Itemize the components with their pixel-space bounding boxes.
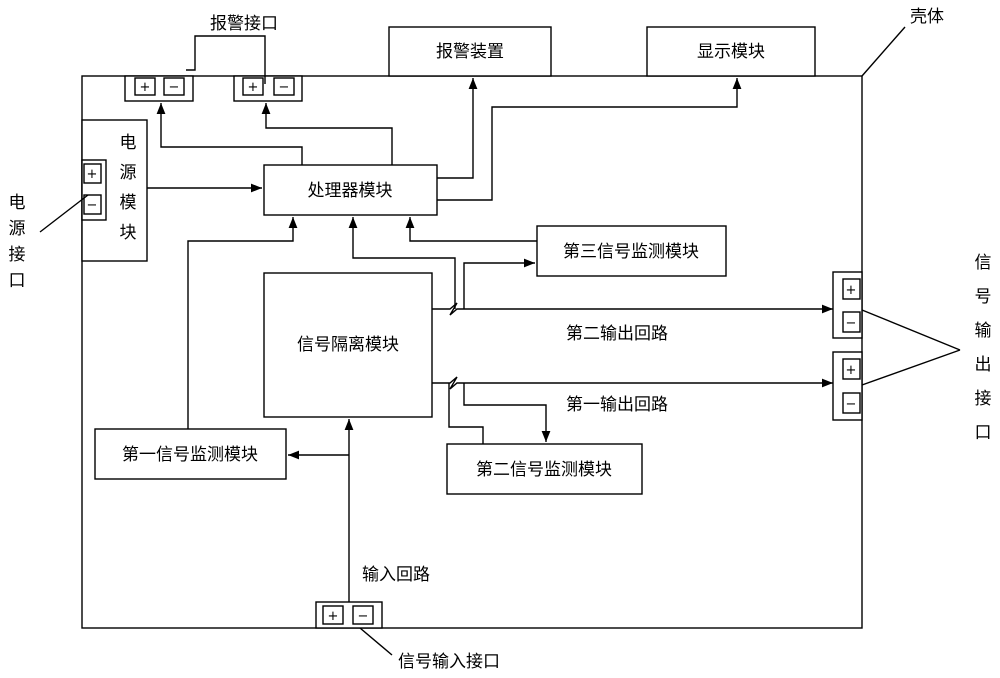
alarm-terminal-2: + −: [233, 75, 303, 102]
processor-to-alarm-device: [437, 78, 478, 179]
first-monitor-label: 第一信号监测模块: [122, 445, 258, 465]
isolation-to-processor: [348, 217, 456, 309]
input-interface-leader: [359, 627, 393, 656]
output-interface-char-0: 信: [975, 253, 992, 273]
third-monitor-label: 第三信号监测模块: [563, 242, 699, 262]
alarm-device-box: [388, 26, 552, 77]
output-terminal-2-minus: −: [846, 316, 857, 331]
output-terminal-1: + −: [832, 351, 863, 421]
first-output-to-second-monitor: [463, 383, 551, 442]
output-interface-leader-1: [861, 309, 961, 351]
display-module-box: [646, 26, 816, 77]
isolation-module-label: 信号隔离模块: [297, 335, 399, 355]
first-output-label: 第一输出回路: [566, 395, 668, 415]
power-module-char-3: 块: [120, 223, 137, 243]
processor-to-alarm-1: [156, 103, 303, 165]
power-terminal: + −: [81, 159, 107, 221]
first-output-loop: [432, 376, 833, 390]
third-monitor-box: [536, 225, 727, 277]
output-interface-char-5: 口: [975, 423, 992, 443]
power-module-char-2: 模: [120, 193, 137, 213]
alarm-terminal-2-plus: +: [248, 80, 259, 95]
processor-module-label: 处理器模块: [308, 181, 393, 201]
processor-to-display: [437, 78, 742, 201]
second-output-loop: [432, 302, 833, 316]
display-module-label: 显示模块: [697, 42, 765, 62]
alarm-terminal-1-plus: +: [140, 80, 151, 95]
power-terminal-plus: +: [87, 167, 98, 182]
output-terminal-1-minus: −: [846, 397, 857, 412]
processor-to-alarm-2: [261, 103, 393, 165]
isolation-to-second-monitor: [448, 383, 484, 444]
power-interface-char-0: 电: [9, 193, 26, 213]
power-interface-char-2: 接: [9, 245, 26, 265]
input-terminal: + −: [315, 601, 383, 629]
power-interface-char-1: 源: [9, 219, 26, 239]
processor-module-box: [263, 164, 438, 216]
input-loop-label: 输入回路: [362, 565, 430, 585]
power-interface-leader: [39, 194, 89, 233]
power-terminal-minus: −: [87, 198, 98, 213]
second-output-to-third-monitor: [463, 258, 535, 309]
power-module-char-1: 源: [120, 163, 137, 183]
power-interface-char-3: 口: [9, 271, 26, 291]
second-monitor-box: [446, 443, 643, 495]
alarm-device-label: 报警装置: [436, 42, 504, 62]
input-terminal-plus: +: [328, 609, 339, 624]
alarm-interface-leader: [186, 35, 266, 84]
first-monitor-to-processor: [187, 217, 298, 429]
output-interface-char-1: 号: [975, 287, 992, 307]
alarm-terminal-2-minus: −: [279, 80, 290, 95]
alarm-terminal-1: + −: [124, 75, 194, 102]
alarm-interface-label: 报警接口: [210, 14, 278, 34]
output-interface-char-3: 出: [975, 355, 992, 375]
output-interface-char-4: 接: [975, 389, 992, 409]
third-monitor-to-processor: [405, 217, 537, 242]
second-monitor-label: 第二信号监测模块: [476, 460, 612, 480]
input-interface-label: 信号输入接口: [398, 652, 500, 672]
alarm-terminal-1-minus: −: [169, 80, 180, 95]
second-output-label: 第二输出回路: [566, 324, 668, 344]
output-terminal-2: + −: [832, 271, 863, 339]
power-module-char-0: 电: [120, 133, 137, 153]
output-terminal-2-plus: +: [846, 283, 857, 298]
output-terminal-1-plus: +: [846, 363, 857, 378]
output-interface-leader-2: [861, 349, 961, 386]
first-monitor-box: [94, 428, 287, 480]
housing-box: [81, 75, 863, 629]
output-interface-char-2: 输: [975, 321, 992, 341]
housing-label: 壳体: [910, 7, 944, 27]
input-terminal-minus: −: [358, 609, 369, 624]
housing-leader: [861, 26, 906, 77]
isolation-module-box: [263, 272, 433, 418]
